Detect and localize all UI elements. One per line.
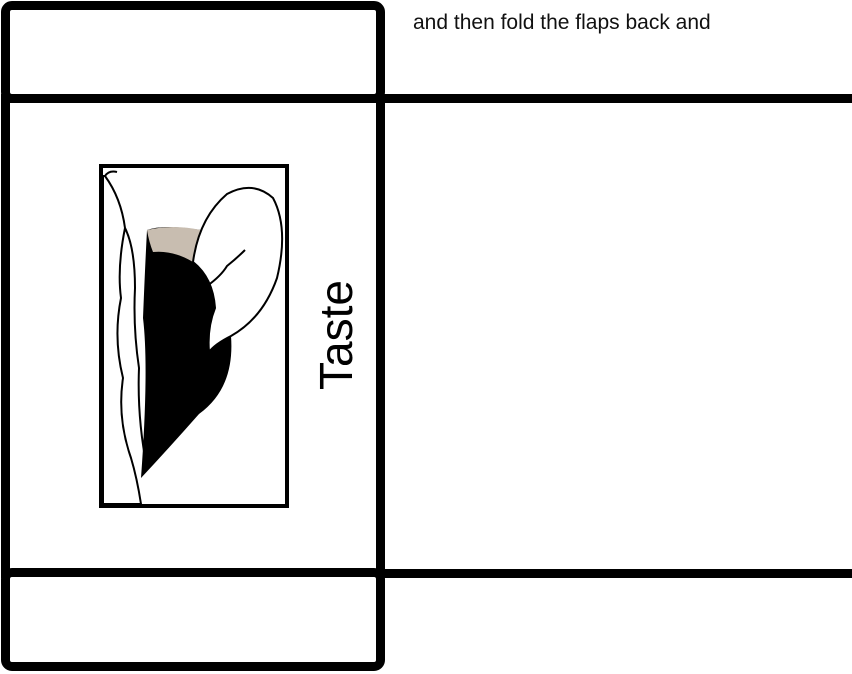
lower-lip-edge xyxy=(105,172,117,177)
bottom-flap xyxy=(1,568,385,671)
top-flap xyxy=(1,1,385,103)
instruction-text: and then fold the flaps back and xyxy=(413,8,711,38)
lip-line xyxy=(125,228,147,468)
mouth-with-tongue-icon xyxy=(103,168,285,504)
side-panel xyxy=(376,94,852,578)
panel-label: Taste xyxy=(313,280,359,390)
image-frame xyxy=(99,164,289,508)
